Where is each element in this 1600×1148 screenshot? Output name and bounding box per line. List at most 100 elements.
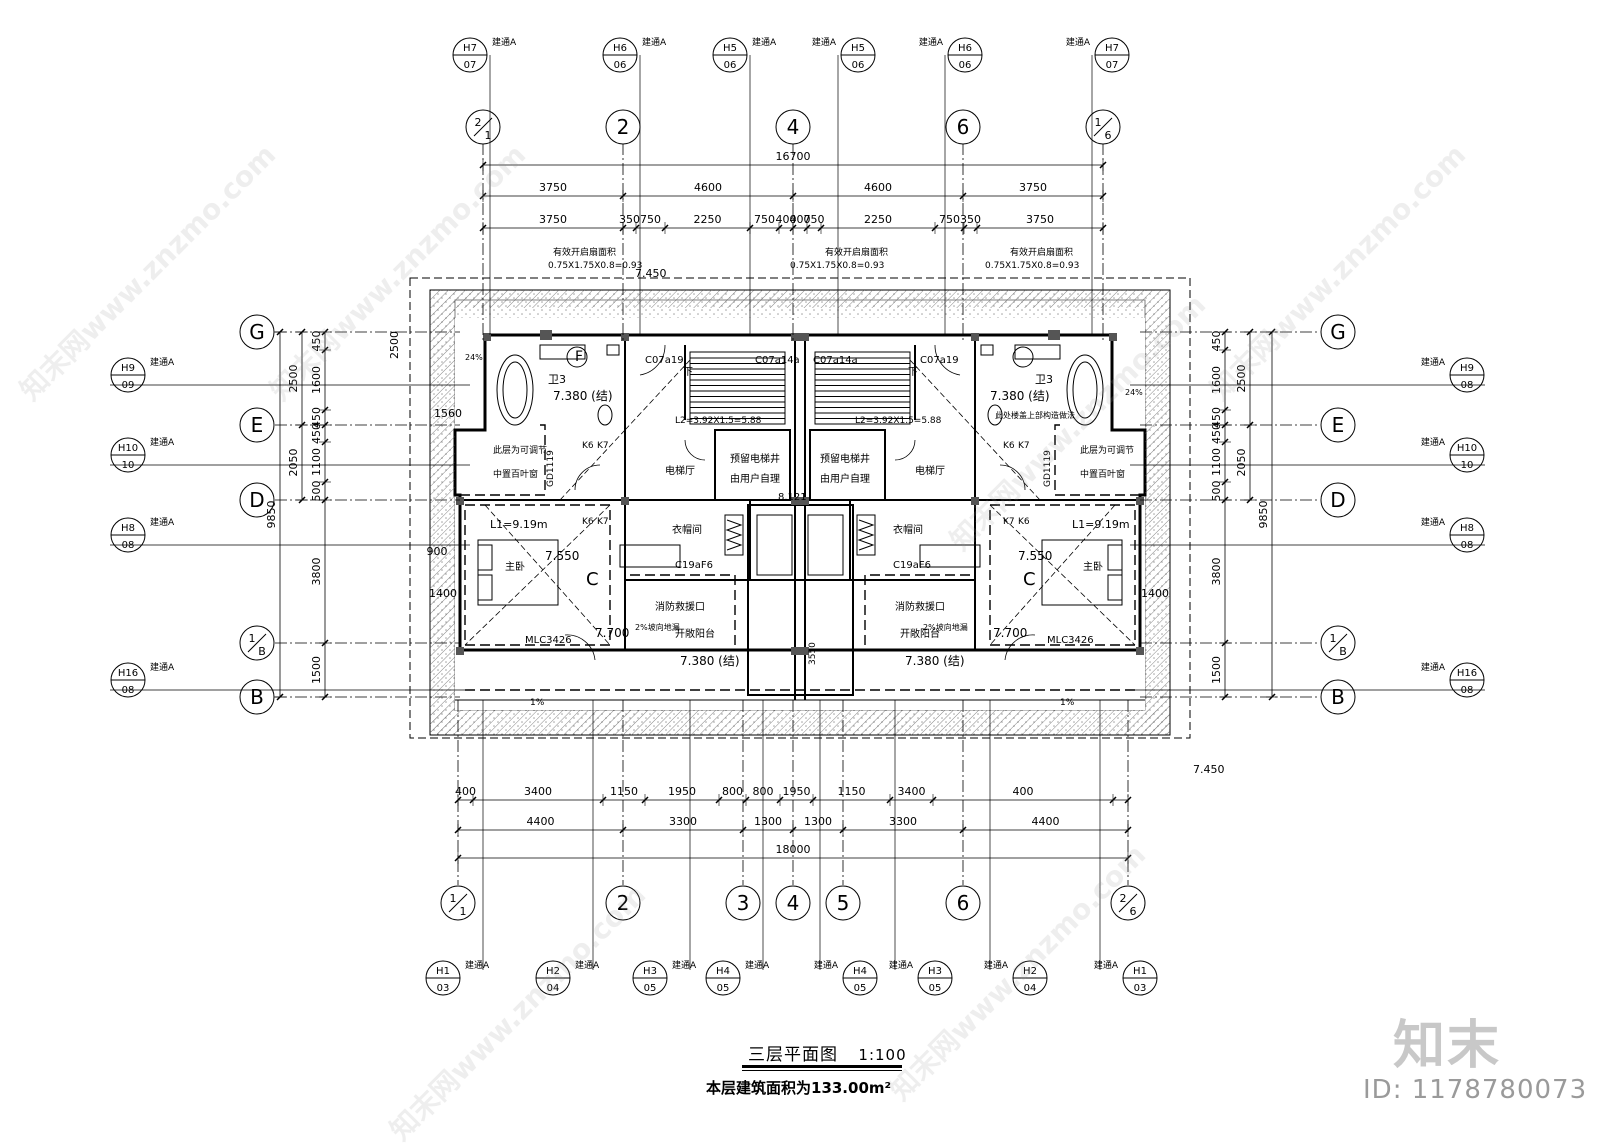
section-ref-bottom-3-id: H4 [716, 966, 730, 977]
axis-left-2: D [239, 482, 275, 518]
axis-bottom-6-num: 2 [1120, 892, 1127, 905]
dim-left-inner-label-0: 450 [310, 331, 323, 352]
watermark-logo: 知末 [1393, 1016, 1502, 1076]
mark-down-l: 下 [683, 367, 693, 378]
label-eave-left: L1=9.19m [490, 518, 548, 531]
axis-left-1-circle [239, 407, 275, 443]
axis-bottom-6-den: 6 [1130, 905, 1137, 918]
axis-top-1-label: 2 [617, 115, 630, 139]
section-ref-top-3-sheet: 06 [852, 60, 865, 71]
equip-k7-r2: K7 [1003, 517, 1015, 527]
section-ref-top-0-tag: 建通A [492, 36, 517, 48]
bath-fixtures [496, 344, 1104, 426]
axis-right-2: D [1320, 482, 1356, 518]
axis-bottom-6-slash [1118, 893, 1138, 913]
axis-right-4-label: B [1331, 685, 1345, 709]
section-ref-right-3-sheet: 08 [1461, 685, 1474, 696]
axis-bottom-6: 26 [1110, 885, 1146, 921]
section-ref-left-0-id: H9 [121, 363, 135, 374]
axis-left-0: G [239, 314, 275, 350]
label-window-area-title-r: 有效开启扇面积 [1010, 246, 1073, 258]
beds [477, 539, 1123, 606]
label-shaft-note-l: 由用户自理 [730, 472, 780, 485]
section-ref-right-1-id: H10 [1457, 443, 1477, 454]
dim-bottom-row1-label-0: 400 [455, 785, 476, 798]
axis-bottom-3-circle [775, 885, 811, 921]
axis-top-4-slash [1093, 117, 1113, 137]
section-ref-right-3-tag: 建通A [1421, 661, 1446, 673]
axis-bottom-1: 2 [605, 885, 641, 921]
elev-master-l: 7.550 [545, 549, 579, 563]
axis-left-1-label: E [251, 413, 264, 437]
axis-bottom-1-label: 2 [617, 891, 630, 915]
section-ref-right-2-tag: 建通A [1421, 516, 1446, 528]
label-rescue-l: 消防救援口 [655, 600, 705, 613]
axis-top-4-num: 1 [1095, 116, 1102, 129]
dim-bottom-row1-label-8: 3400 [898, 785, 926, 798]
section-ref-left-3-sheet: 08 [122, 685, 135, 696]
label-elevator-hall-r: 电梯厅 [915, 464, 945, 477]
closet-rods [724, 514, 876, 576]
slope-note-r: 2%坡向地漏 [923, 622, 968, 632]
section-ref-bottom-4-tag: 建通A [814, 959, 839, 971]
axis-top-3: 6 [945, 109, 981, 145]
axis-top-1: 2 [605, 109, 641, 145]
dim-bottom-row1-label-6: 1950 [783, 785, 811, 798]
section-ref-top-4-tag: 建通A [919, 36, 944, 48]
drawing-scale: 1:100 [858, 1046, 907, 1064]
axis-right-1: E [1320, 407, 1356, 443]
elev-balcony-l: 7.380 (结) [680, 654, 740, 668]
label-master-r: 主卧 [1083, 560, 1103, 573]
dim-bottom-row1-label-7: 1150 [838, 785, 866, 798]
section-ref-right-1-tag: 建通A [1421, 436, 1446, 448]
dim-right-inner-label-0: 450 [1210, 331, 1223, 352]
equip-k6-r: K7 [1018, 441, 1030, 451]
section-ref-top-4-sheet: 06 [959, 60, 972, 71]
mark-down-r: 下 [908, 367, 918, 378]
section-ref-top-5-sheet: 07 [1106, 60, 1119, 71]
label-louver-l: 此层为可调节 [493, 444, 547, 456]
section-ref-left-1-tag: 建通A [150, 436, 175, 448]
section-ref-right-0-sheet: 08 [1461, 380, 1474, 391]
mark-f-l: F [575, 349, 583, 365]
axis-bottom-3: 4 [775, 885, 811, 921]
label-window-area-r: 0.75X1.75X0.8=0.93 [985, 261, 1079, 271]
axis-right-3: 1B [1320, 625, 1356, 661]
dim-stairwell: 3550 [808, 642, 818, 665]
dim-top-row2-label-0: 3750 [539, 213, 567, 226]
section-ref-top-1-id: H6 [613, 43, 627, 54]
title-underline-thin [742, 1070, 902, 1071]
section-ref-top-1-sheet: 06 [614, 60, 627, 71]
dim-misc-3: 1400 [429, 587, 457, 600]
axis-right-3-slash [1328, 633, 1348, 653]
drawing-title-text: 三层平面图 [748, 1045, 838, 1065]
axis-right-4: B [1320, 679, 1356, 715]
axis-right-0-label: G [1330, 320, 1346, 344]
dim-right-inner-label-5: 500 [1210, 481, 1223, 502]
axis-bottom-0-den: 1 [460, 905, 467, 918]
section-ref-bottom-4-id: H4 [853, 966, 867, 977]
dim-right-inner-label-7: 1500 [1210, 656, 1223, 684]
axis-bottom-2-label: 3 [737, 891, 750, 915]
dim-top-row1-label-0: 3750 [539, 181, 567, 194]
axis-left-3: 1B [239, 625, 275, 661]
dim-bottom-row1-label-1: 3400 [524, 785, 552, 798]
dim-top-row2-label-3: 2250 [694, 213, 722, 226]
axis-bottom-2: 3 [725, 885, 761, 921]
